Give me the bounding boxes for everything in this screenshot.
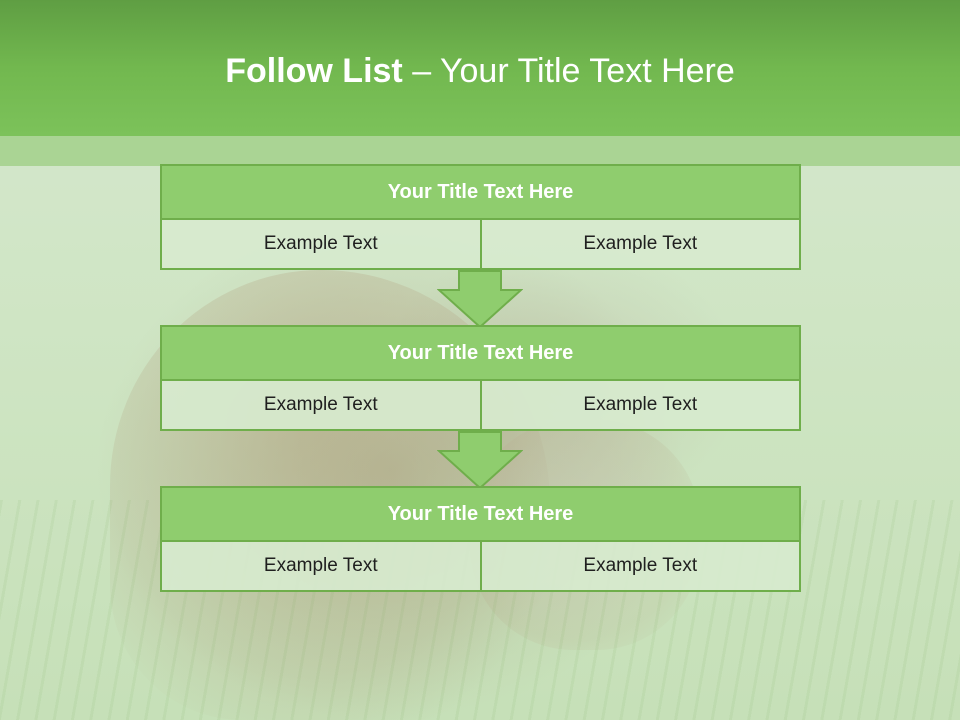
follow-block-row: Example Text Example Text	[160, 220, 801, 270]
follow-block-cell-left: Example Text	[160, 220, 482, 270]
follow-block-cell-right: Example Text	[481, 220, 801, 270]
follow-block-row: Example Text Example Text	[160, 542, 801, 592]
follow-block-title: Your Title Text Here	[160, 486, 801, 542]
slide-title-rest: – Your Title Text Here	[402, 52, 735, 90]
header-strip	[0, 136, 960, 166]
follow-block-cell-right: Example Text	[481, 542, 801, 592]
follow-block-3: Your Title Text Here Example Text Exampl…	[160, 486, 801, 592]
follow-block-title: Your Title Text Here	[160, 325, 801, 381]
follow-block-row: Example Text Example Text	[160, 381, 801, 431]
header-bar	[0, 0, 960, 136]
down-arrow-icon	[437, 270, 523, 328]
follow-block-1: Your Title Text Here Example Text Exampl…	[160, 164, 801, 270]
follow-block-2: Your Title Text Here Example Text Exampl…	[160, 325, 801, 431]
slide-title: Follow List – Your Title Text Here	[0, 52, 960, 91]
follow-block-cell-left: Example Text	[160, 381, 482, 431]
follow-block-cell-right: Example Text	[481, 381, 801, 431]
down-arrow-icon	[437, 431, 523, 489]
follow-block-title: Your Title Text Here	[160, 164, 801, 220]
follow-block-cell-left: Example Text	[160, 542, 482, 592]
slide-title-bold: Follow List	[225, 52, 403, 90]
